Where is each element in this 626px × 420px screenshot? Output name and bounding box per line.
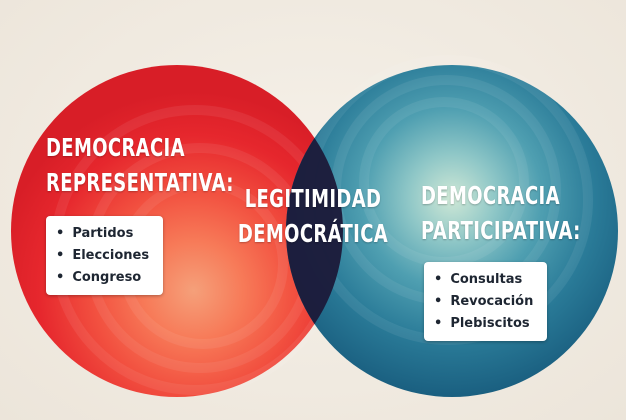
representative-items-box: Partidos Elecciones Congreso [46, 216, 164, 295]
participative-items-list: Consultas Revocación Plebiscitos [434, 269, 533, 335]
legitimacy-heading: LEGITIMIDAD DEMOCRÁTICA [238, 181, 388, 251]
list-item: Consultas [434, 269, 533, 291]
representative-items-list: Partidos Elecciones Congreso [56, 223, 149, 289]
list-item: Revocación [434, 291, 533, 313]
participative-heading-line2: PARTICIPATIVA: [421, 216, 581, 245]
representative-democracy-heading: DEMOCRACIA REPRESENTATIVA: [46, 130, 234, 200]
participative-items-box: Consultas Revocación Plebiscitos [424, 262, 548, 341]
list-item: Congreso [56, 267, 149, 289]
legitimacy-heading-line1: LEGITIMIDAD [244, 184, 382, 213]
legitimacy-heading-line2: DEMOCRÁTICA [237, 219, 389, 248]
list-item: Partidos [56, 223, 149, 245]
list-item: Plebiscitos [434, 313, 533, 335]
representative-heading-line1: DEMOCRACIA [46, 133, 185, 162]
representative-circle [11, 65, 343, 397]
participative-heading-line1: DEMOCRACIA [421, 181, 560, 210]
list-item: Elecciones [56, 245, 149, 267]
representative-heading-line2: REPRESENTATIVA: [46, 168, 234, 197]
participative-democracy-heading: DEMOCRACIA PARTICIPATIVA: [421, 178, 581, 248]
